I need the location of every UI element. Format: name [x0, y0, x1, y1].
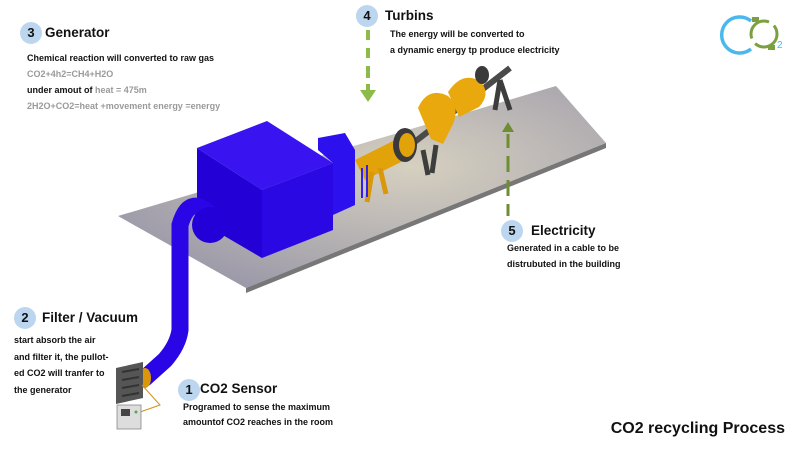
- step-2-line: and filter it, the pullot-: [14, 351, 109, 362]
- step-4-line: The energy will be converted to: [390, 29, 525, 39]
- filter-vacuum: [116, 362, 161, 413]
- step-1-text: Programed to sense the maximum amountof …: [183, 400, 333, 430]
- step-1-line: amountof CO2 reaches in the room: [183, 417, 334, 427]
- step-3-equation-1: CO2+4h2=CH4+H2O: [27, 69, 114, 79]
- step-5-line: Generated in a cable to be: [507, 243, 620, 253]
- step-2-text: start absorb the air and filter it, the …: [14, 332, 109, 398]
- step-4-title: Turbins: [385, 8, 434, 23]
- step-2-line: the generator: [14, 384, 72, 395]
- diagram-title: CO2 recycling Process: [610, 420, 785, 437]
- step-4-text: The energy will be converted to a dynami…: [390, 26, 560, 58]
- co2-logo: 2: [720, 15, 783, 55]
- step-2-title: Filter / Vacuum: [42, 310, 139, 325]
- turbine-arrow: [360, 30, 376, 102]
- step-1-line: Programed to sense the maximum: [183, 402, 331, 412]
- step-1-badge: 1: [178, 379, 200, 401]
- step-5-badge: 5: [501, 220, 523, 242]
- step-2-badge: 2: [14, 307, 36, 329]
- step-3-title: Generator: [45, 25, 110, 40]
- step-5-line: distrubuted in the building: [507, 259, 621, 269]
- step-1-title: CO2 Sensor: [200, 381, 278, 396]
- generator: [197, 121, 368, 258]
- step-3-heat-value: heat = 475m: [95, 85, 147, 95]
- step-3-text: Chemical reaction will converted to raw …: [27, 50, 220, 114]
- step-4-badge: 4: [356, 5, 378, 27]
- step-3-heat-label: under amout of: [27, 85, 93, 95]
- turbine-assembly: [355, 65, 513, 203]
- co2-sensor-device: [116, 404, 142, 430]
- step-2-line: ed CO2 will tranfer to: [14, 368, 105, 378]
- step-5-title: Electricity: [531, 223, 596, 238]
- step-4-line: a dynamic energy tp produce electricity: [390, 45, 560, 55]
- electricity-arrow: [502, 122, 514, 216]
- step-3-badge: 3: [20, 22, 42, 44]
- step-3-line: Chemical reaction will converted to raw …: [27, 53, 215, 63]
- step-5-text: Generated in a cable to be distrubuted i…: [507, 240, 620, 272]
- step-2-line: start absorb the air: [14, 335, 96, 345]
- step-3-line: under amout of heat = 475m: [27, 82, 220, 98]
- logo-subscript: 2: [777, 40, 783, 51]
- step-3-equation-2: 2H2O+CO2=heat +movement energy =energy: [27, 101, 221, 111]
